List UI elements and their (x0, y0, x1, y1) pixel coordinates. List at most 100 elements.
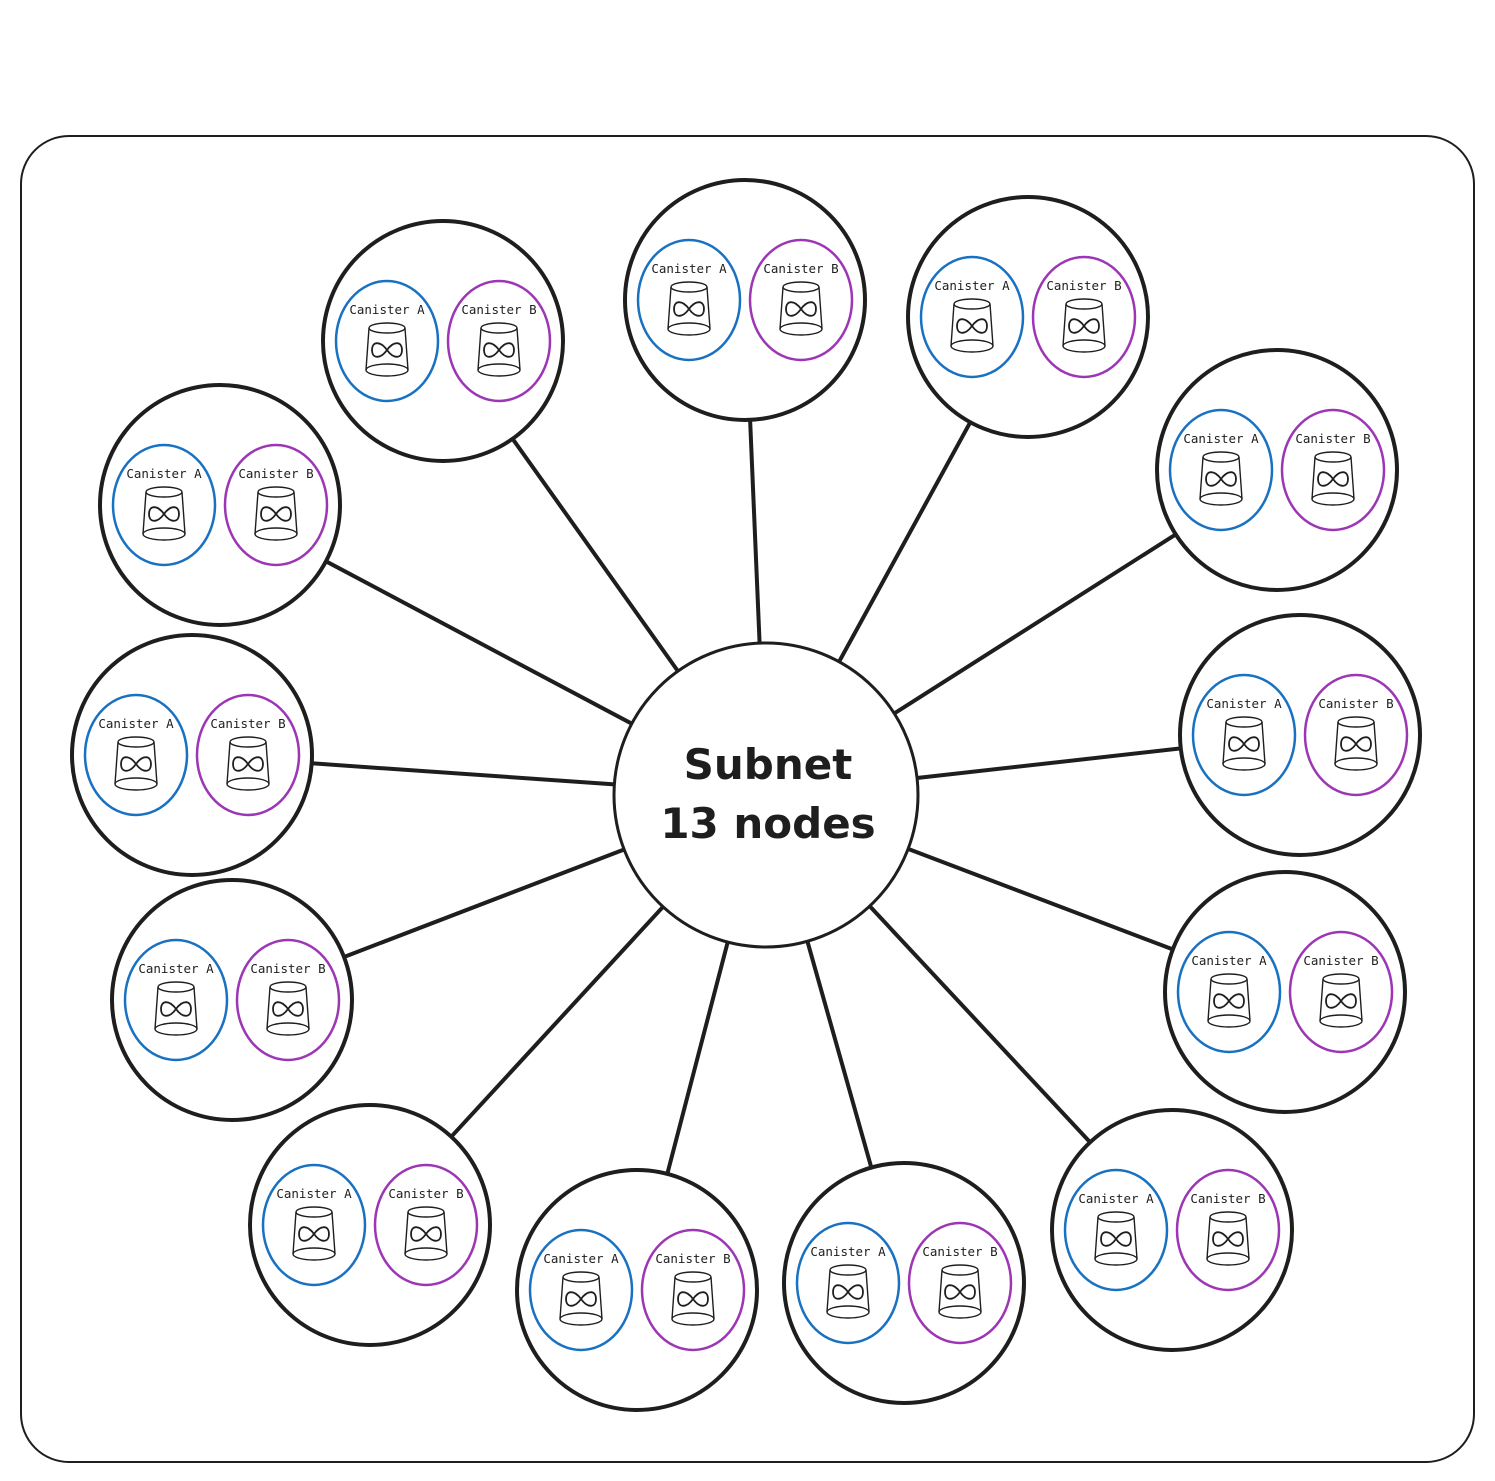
canister-b-label: Canister B (1295, 431, 1370, 446)
canister-b-ring (1288, 930, 1394, 1054)
bucket-icon (671, 1271, 715, 1326)
canister-a: Canister A (919, 255, 1025, 379)
spoke-line (748, 417, 762, 646)
node-11: Canister A Canister B (1050, 1108, 1294, 1352)
bucket-icon (142, 486, 186, 541)
node-circle (1050, 1108, 1294, 1352)
spoke-line (309, 761, 617, 787)
bucket-icon (1334, 716, 1378, 771)
infinity-icon (483, 342, 515, 358)
canister-a: Canister A (83, 693, 189, 817)
canister-a-label: Canister A (98, 716, 174, 731)
subnet-center-node: Subnet 13 nodes (612, 641, 920, 949)
node-circle (1163, 870, 1407, 1114)
canister-a-label: Canister A (934, 278, 1010, 293)
canister-a-ring (636, 238, 742, 362)
infinity-icon (260, 506, 292, 522)
infinity-icon (944, 1284, 976, 1300)
canister-b: Canister B (907, 1221, 1013, 1345)
canister-b-ring (1280, 408, 1386, 532)
canister-b: Canister B (195, 693, 301, 817)
spoke-line (867, 904, 1093, 1145)
infinity-icon (677, 1291, 709, 1307)
canister-a: Canister A (1063, 1168, 1169, 1292)
canister-b: Canister B (223, 443, 329, 567)
canister-a-ring (795, 1221, 901, 1345)
canister-b-label: Canister B (1190, 1191, 1265, 1206)
canister-b-ring (1303, 673, 1409, 797)
canister-a: Canister A (528, 1228, 634, 1352)
canister-a-ring (334, 279, 440, 403)
bucket-icon (292, 1206, 336, 1261)
canister-b: Canister B (640, 1228, 746, 1352)
bucket-icon (779, 281, 823, 336)
node-circle (515, 1168, 759, 1412)
canister-b-label: Canister B (210, 716, 285, 731)
canister-b-label: Canister B (763, 261, 838, 276)
canister-b-label: Canister B (388, 1186, 463, 1201)
bucket-icon (365, 322, 409, 377)
canister-a: Canister A (795, 1221, 901, 1345)
bucket-icon (266, 981, 310, 1036)
canister-a-label: Canister A (276, 1186, 352, 1201)
bucket-icon (477, 322, 521, 377)
infinity-icon (298, 1226, 330, 1242)
infinity-icon (371, 342, 403, 358)
bucket-icon (154, 981, 198, 1036)
node-5: Canister A Canister B (1155, 348, 1399, 592)
infinity-icon (1228, 736, 1260, 752)
canister-b-ring (446, 279, 552, 403)
canister-a-label: Canister A (1206, 696, 1282, 711)
canister-b: Canister B (1031, 255, 1137, 379)
canister-b: Canister B (373, 1163, 479, 1287)
canister-a: Canister A (636, 238, 742, 362)
infinity-icon (1213, 993, 1245, 1009)
node-3: Canister A Canister B (906, 195, 1150, 439)
bucket-icon (254, 486, 298, 541)
spoke-line (449, 904, 665, 1139)
canister-b-ring (373, 1163, 479, 1287)
canister-a-label: Canister A (349, 302, 425, 317)
bucket-icon (1311, 451, 1355, 506)
subnet-title: Subnet (684, 740, 853, 789)
node-circle (98, 383, 342, 627)
spoke-line (342, 847, 627, 959)
canister-a-ring (123, 938, 229, 1062)
bucket-icon (950, 298, 994, 353)
spoke-line (324, 559, 634, 726)
node-circle (70, 633, 314, 877)
infinity-icon (956, 318, 988, 334)
canister-b-label: Canister B (1046, 278, 1121, 293)
node-circle (906, 195, 1150, 439)
infinity-icon (272, 1001, 304, 1017)
canister-a: Canister A (123, 938, 229, 1062)
infinity-icon (1325, 993, 1357, 1009)
canister-a-ring (1176, 930, 1282, 1054)
bucket-icon (1062, 298, 1106, 353)
infinity-icon (565, 1291, 597, 1307)
canister-b: Canister B (446, 279, 552, 403)
canister-b-ring (640, 1228, 746, 1352)
spoke-line (510, 436, 680, 674)
canister-a-ring (1063, 1168, 1169, 1292)
canister-a: Canister A (1168, 408, 1274, 532)
canister-b: Canister B (1288, 930, 1394, 1054)
canister-a: Canister A (334, 279, 440, 403)
canister-a-label: Canister A (1183, 431, 1259, 446)
canister-a: Canister A (1176, 930, 1282, 1054)
spoke-line (805, 939, 874, 1170)
spoke-line (906, 846, 1175, 952)
bucket-icon (226, 736, 270, 791)
node-10: Canister A Canister B (248, 1103, 492, 1347)
infinity-icon (1317, 471, 1349, 487)
node-circle (248, 1103, 492, 1347)
bucket-icon (826, 1264, 870, 1319)
bucket-icon (667, 281, 711, 336)
subnet-node-count: 13 nodes (660, 799, 875, 848)
